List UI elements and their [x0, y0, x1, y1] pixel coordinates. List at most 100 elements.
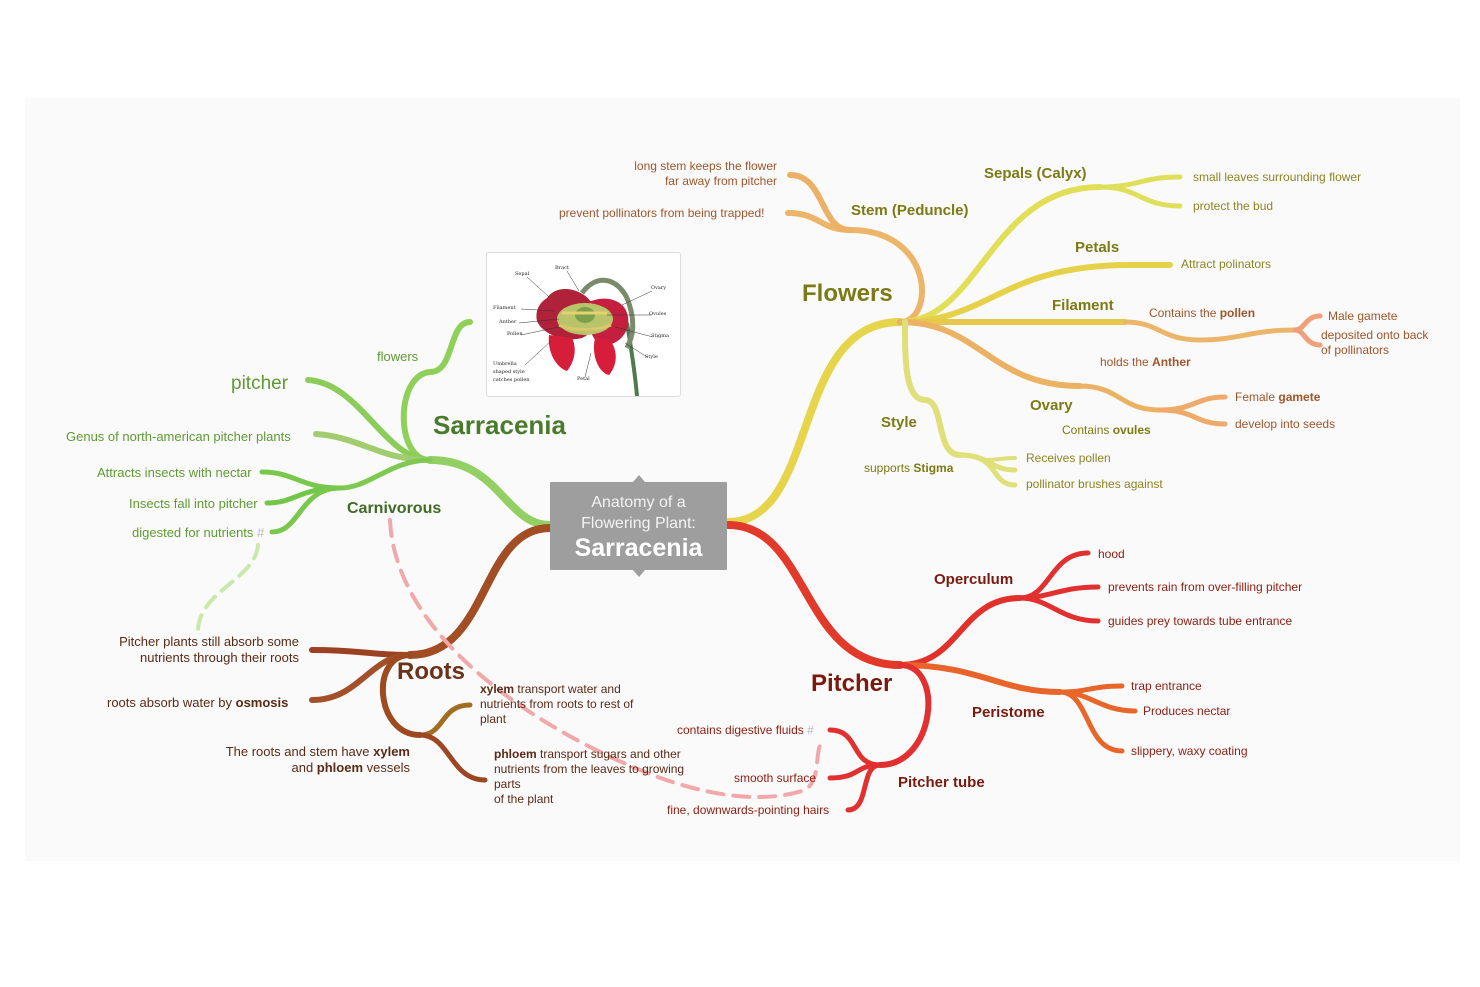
central-topic-line2: Flowering Plant:: [581, 515, 696, 532]
node-phloem-line4: of the plant: [494, 792, 554, 806]
node-sepals-1[interactable]: small leaves surrounding flower: [1193, 170, 1362, 184]
node-phloem-line1: transport sugars and other: [536, 747, 681, 761]
node-guides[interactable]: guides prey towards tube entrance: [1108, 614, 1293, 628]
node-digested[interactable]: digested for nutrients #: [132, 525, 264, 540]
flower-diagram-image[interactable]: Sepal Bract Ovary Filament Ovules Anther…: [486, 252, 681, 397]
node-phloem-line3: parts: [494, 777, 521, 791]
node-osmosis-bold: osmosis: [235, 695, 289, 710]
node-receives[interactable]: Receives pollen: [1026, 451, 1111, 465]
label-stigma: Stigma: [651, 333, 669, 339]
node-filament[interactable]: Filament: [1052, 297, 1114, 314]
link-hash-icon[interactable]: #: [257, 525, 265, 540]
node-attracts[interactable]: Attracts insects with nectar: [97, 465, 252, 480]
node-hairs[interactable]: fine, downwards-pointing hairs: [667, 803, 830, 817]
node-tube[interactable]: Pitcher tube: [898, 774, 985, 791]
node-petals[interactable]: Petals: [1075, 239, 1120, 256]
node-xylem[interactable]: xylem transport water and nutrients from…: [480, 682, 633, 727]
node-stem-note1[interactable]: long stem keeps the flower far away from…: [577, 159, 777, 189]
node-filament-2-text: holds the: [1100, 355, 1153, 369]
node-xylem-line1: transport water and: [514, 682, 621, 696]
node-sepals[interactable]: Sepals (Calyx): [984, 165, 1087, 182]
node-trap[interactable]: trap entrance: [1131, 679, 1202, 693]
node-osmosis[interactable]: roots absorb water by osmosis: [107, 695, 288, 710]
label-sepal: Sepal: [515, 271, 530, 277]
node-stem-note1-line1: long stem keeps the flower: [634, 159, 777, 173]
node-style[interactable]: Style: [881, 414, 917, 431]
node-phloem-bold: phloem: [494, 747, 537, 761]
central-topic[interactable]: Anatomy of a Flowering Plant: Sarracenia: [550, 482, 727, 570]
node-vessels-text3: vessels: [363, 760, 410, 775]
node-ovary-1-text: Contains: [1062, 423, 1113, 437]
label-filament: Filament: [493, 305, 516, 311]
node-slippery[interactable]: slippery, waxy coating: [1131, 744, 1248, 758]
mindmap-canvas: [25, 98, 1460, 861]
node-filament-2-bold: Anther: [1152, 355, 1191, 369]
node-fluids[interactable]: contains digestive fluids #: [677, 723, 814, 738]
node-seeds[interactable]: develop into seeds: [1235, 417, 1336, 431]
label-style: Style: [645, 354, 658, 360]
node-fluids-text: contains digestive fluids: [677, 723, 804, 737]
node-phloem[interactable]: phloem transport sugars and other nutrie…: [494, 747, 684, 807]
node-pitcher[interactable]: Pitcher: [811, 670, 893, 697]
node-ovary-1-bold: ovules: [1112, 423, 1151, 437]
node-style-1[interactable]: supports Stigma: [864, 461, 953, 476]
label-ovules: Ovules: [649, 311, 667, 317]
node-female[interactable]: Female gamete: [1235, 390, 1320, 405]
label-umbrella-3: catches pollen: [493, 377, 530, 383]
node-pitcher-word[interactable]: pitcher: [231, 373, 289, 394]
node-sarracenia[interactable]: Sarracenia: [433, 410, 566, 440]
node-osmosis-text: roots absorb water by: [107, 695, 236, 710]
node-hood[interactable]: hood: [1098, 547, 1125, 561]
node-flowers[interactable]: Flowers: [802, 280, 893, 307]
node-ovary[interactable]: Ovary: [1030, 397, 1073, 414]
label-umbrella-2: shaped style: [493, 369, 525, 375]
node-filament-1-bold: pollen: [1219, 306, 1256, 320]
node-stem-note1-line2: far away from pitcher: [664, 174, 777, 188]
node-ovary-1[interactable]: Contains ovules: [1062, 423, 1151, 438]
label-bract: Bract: [555, 265, 569, 271]
node-fall[interactable]: Insects fall into pitcher: [129, 496, 258, 511]
node-petals-1[interactable]: Attract polinators: [1181, 257, 1272, 271]
node-smooth[interactable]: smooth surface: [734, 771, 817, 785]
node-rain[interactable]: prevents rain from over-filling pitcher: [1108, 580, 1303, 594]
label-pollen: Pollen: [507, 331, 523, 337]
node-phloem-line2: nutrients from the leaves to growing: [494, 762, 685, 776]
node-vessels-text2: and: [291, 760, 317, 775]
label-anther: Anther: [499, 319, 517, 325]
node-xylem-line3: plant: [480, 712, 507, 726]
node-flowers-link[interactable]: flowers: [377, 349, 419, 364]
node-roots[interactable]: Roots: [397, 658, 465, 685]
node-absorb[interactable]: Pitcher plants still absorb some nutrien…: [99, 634, 299, 665]
node-male[interactable]: Male gamete: [1328, 309, 1398, 323]
node-female-bold: gamete: [1278, 390, 1321, 404]
node-vessels[interactable]: The roots and stem have xylem and phloem…: [200, 744, 410, 775]
node-absorb-line1: Pitcher plants still absorb some: [119, 634, 299, 649]
node-deposited[interactable]: deposited onto back of pollinators: [1321, 328, 1428, 358]
node-style-1-text: supports: [864, 461, 914, 475]
node-brushes[interactable]: pollinator brushes against: [1026, 477, 1163, 491]
label-umbrella-1: Umbrella: [493, 361, 517, 367]
node-absorb-line2: nutrients through their roots: [140, 650, 299, 665]
node-peristome[interactable]: Peristome: [972, 704, 1045, 721]
node-xylem-bold: xylem: [480, 682, 515, 696]
node-stem-note2[interactable]: prevent pollinators from being trapped!: [559, 206, 765, 220]
node-stem[interactable]: Stem (Peduncle): [851, 202, 969, 219]
central-topic-name: Sarracenia: [574, 534, 703, 562]
central-topic-line1: Anatomy of a: [591, 494, 686, 511]
node-filament-1[interactable]: Contains the pollen: [1149, 306, 1255, 321]
node-vessels-bold1: xylem: [373, 744, 410, 759]
link-hash-icon[interactable]: #: [807, 723, 814, 737]
node-vessels-text1: The roots and stem have: [225, 744, 374, 759]
node-carnivorous[interactable]: Carnivorous: [347, 500, 442, 517]
node-filament-1-text: Contains the: [1149, 306, 1220, 320]
node-digested-text: digested for nutrients: [132, 525, 254, 540]
node-operculum[interactable]: Operculum: [934, 571, 1014, 588]
node-genus[interactable]: Genus of north-american pitcher plants: [66, 429, 291, 444]
node-nectar[interactable]: Produces nectar: [1143, 704, 1231, 718]
node-vessels-bold2: phloem: [316, 760, 364, 775]
node-sepals-2[interactable]: protect the bud: [1193, 199, 1274, 213]
label-petal: Petal: [577, 376, 590, 382]
sarracenia-flower-illustration: [518, 270, 654, 397]
node-filament-2[interactable]: holds the Anther: [1100, 355, 1191, 370]
